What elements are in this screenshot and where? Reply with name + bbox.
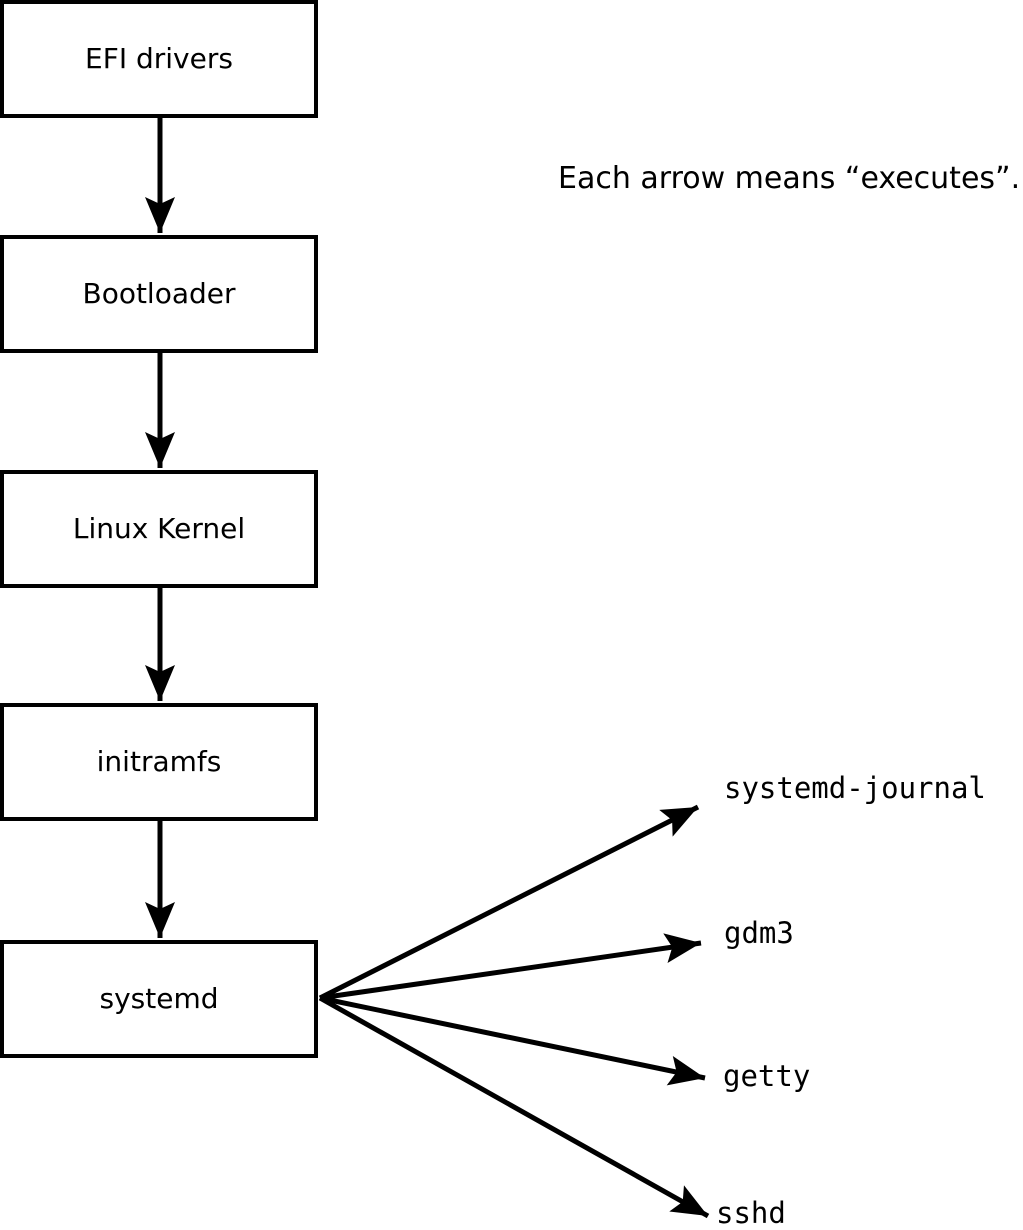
box-systemd: systemd bbox=[0, 940, 318, 1058]
process-label-sshd: sshd bbox=[716, 1196, 786, 1230]
box-efi-drivers-label: EFI drivers bbox=[85, 42, 233, 75]
process-label-getty: getty bbox=[723, 1059, 811, 1093]
box-systemd-label: systemd bbox=[99, 982, 219, 1015]
arrow-meaning-annotation: Each arrow means “executes”. bbox=[558, 161, 1021, 196]
arrow-systemd-to-sshd bbox=[318, 995, 710, 1219]
box-bootloader: Bootloader bbox=[0, 235, 318, 353]
box-efi-drivers: EFI drivers bbox=[0, 0, 318, 118]
arrow-systemd-to-journal bbox=[318, 804, 700, 1001]
arrow-systemd-to-gdm3 bbox=[319, 933, 702, 1001]
box-bootloader-label: Bootloader bbox=[82, 277, 236, 310]
process-label-systemd-journal: systemd-journal bbox=[724, 771, 986, 805]
box-initramfs-label: initramfs bbox=[96, 745, 222, 778]
box-linux-kernel-label: Linux Kernel bbox=[72, 512, 246, 545]
box-initramfs: initramfs bbox=[0, 703, 318, 821]
process-label-gdm3: gdm3 bbox=[724, 916, 794, 950]
arrow-systemd-to-getty bbox=[319, 995, 706, 1086]
box-linux-kernel: Linux Kernel bbox=[0, 470, 318, 588]
